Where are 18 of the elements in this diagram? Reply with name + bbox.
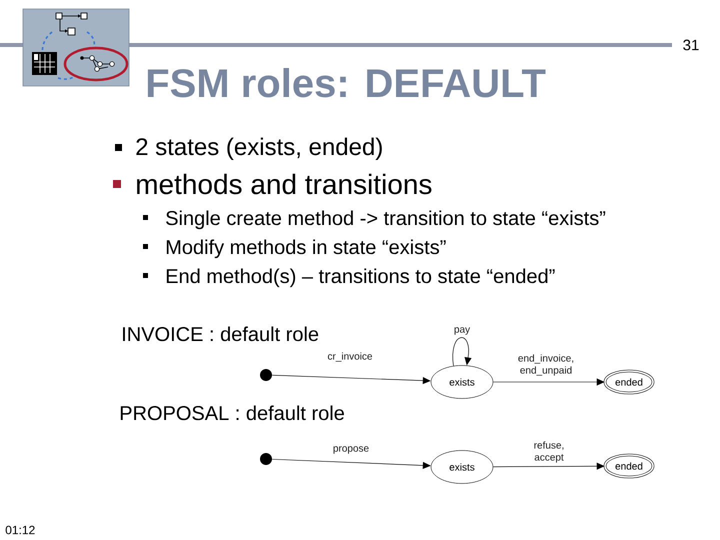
arrow	[452, 337, 472, 366]
bullet-text: Modify methods in state “exists”	[166, 240, 446, 258]
bullet-text: Single create method -> transition to state “exists”	[166, 210, 606, 230]
edge-label: propose	[332, 445, 370, 455]
edge-label: refuse, accept	[525, 440, 573, 464]
initial-state-dot	[260, 453, 272, 465]
edge-label: cr_invoice	[326, 351, 374, 363]
bullet-text: methods and transitions	[137, 174, 432, 194]
bullet-text: End method(s) – transitions to state “ended”	[166, 268, 555, 288]
edge-label: pay	[452, 326, 472, 336]
initial-state-dot	[260, 369, 272, 381]
timestamp: 01:12	[6, 526, 35, 534]
bullet-text: 2 states (exists, ended)	[136, 138, 382, 160]
diagram-heading: INVOICE : default role	[123, 326, 318, 342]
edge-label: end_invoice, end_unpaid	[512, 353, 580, 377]
slide-title: FSM roles: DEFAULT	[148, 68, 546, 98]
diagram-heading: PROPOSAL : default role	[120, 406, 344, 420]
slide-number: 31	[683, 40, 699, 50]
